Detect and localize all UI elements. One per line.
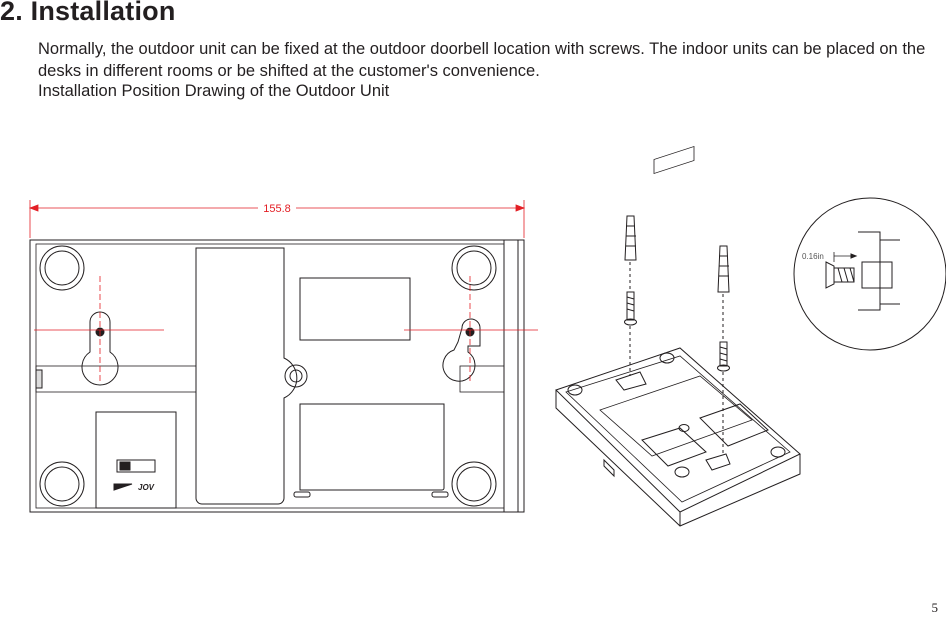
lower-window xyxy=(299,403,445,491)
drawing-caption: Installation Position Drawing of the Out… xyxy=(38,82,390,100)
wall-screw xyxy=(624,291,637,376)
switch-area xyxy=(95,411,177,509)
outdoor-unit-back-plate xyxy=(29,239,525,513)
switch-brand-label: JOV xyxy=(138,483,155,492)
outdoor-unit-isometric xyxy=(555,145,801,527)
corner-boss xyxy=(39,245,85,291)
central-compartment xyxy=(195,247,298,505)
screw-gap-label: 0.16in xyxy=(802,252,824,261)
page-number: 5 xyxy=(931,600,939,615)
left-keyhole-slot xyxy=(81,311,119,386)
width-dimension-label: 155.8 xyxy=(263,203,291,215)
wall-anchor xyxy=(717,245,730,340)
installation-paragraph: Normally, the outdoor unit can be fixed … xyxy=(38,40,926,80)
corner-boss xyxy=(451,461,497,507)
dimension-lines xyxy=(28,200,538,382)
upper-window xyxy=(299,277,411,341)
corner-boss xyxy=(451,245,497,291)
section-heading: 2. Installation xyxy=(0,0,176,26)
screw-gap-detail xyxy=(793,197,946,351)
corner-boss xyxy=(39,461,85,507)
right-keyhole-slot xyxy=(442,318,481,382)
wall-anchor xyxy=(624,215,637,290)
